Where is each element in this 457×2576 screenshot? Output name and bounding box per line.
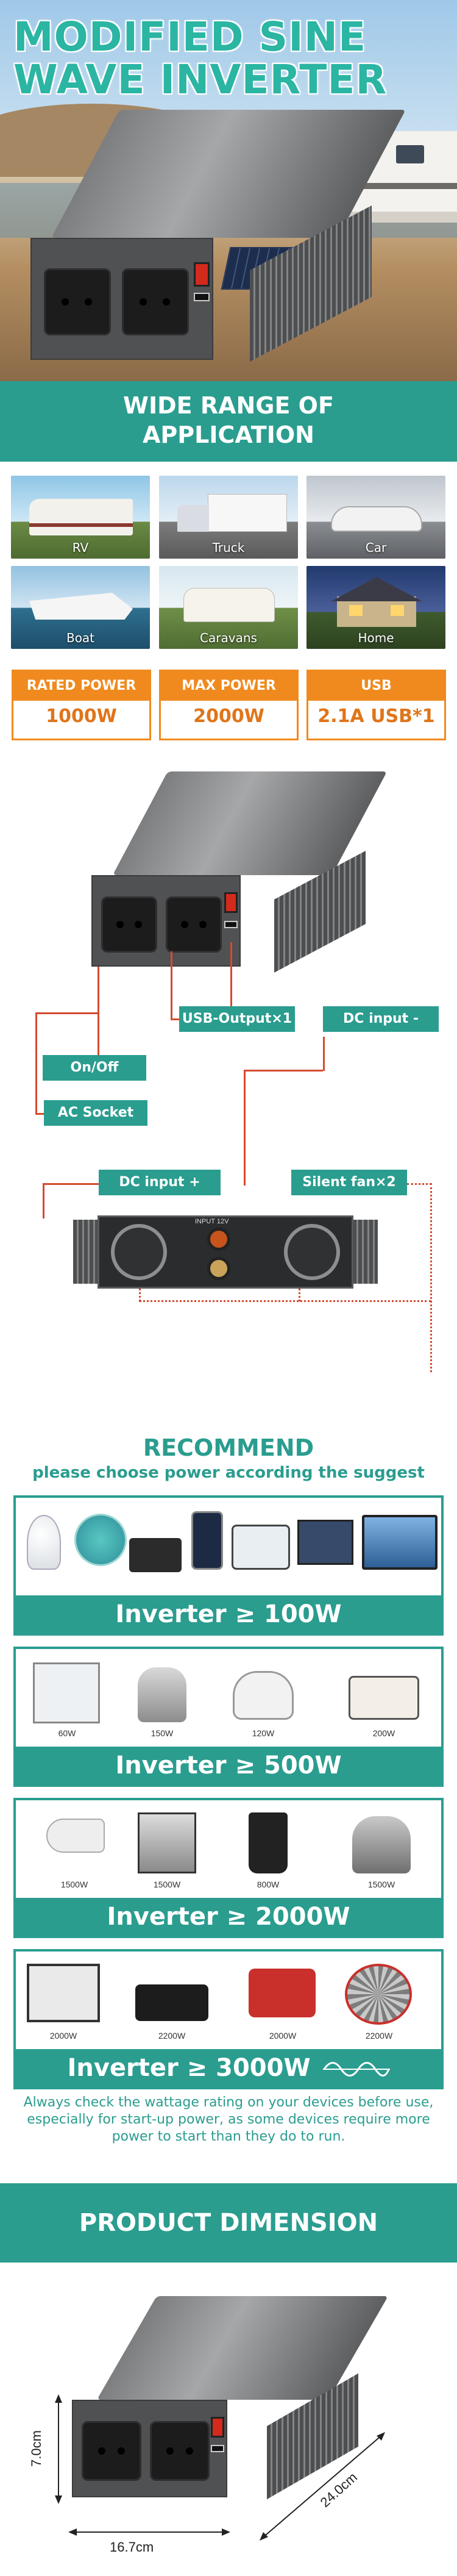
tier-2000w-label: Inverter ≥ 2000W [16,1898,441,1936]
mini-fridge-icon [33,1662,100,1723]
tier-2000w: 1500W 1500W 800W 1500W Inverter ≥ 2000W [13,1798,444,1938]
diagram-ac-socket-left [101,896,157,953]
dimension-ac-socket-left [82,2421,141,2481]
induction-cooker-icon [135,1984,208,2021]
tier-100w-label: Inverter ≥ 100W [16,1595,441,1633]
dimension-width: 16.7cm [110,2539,154,2555]
recommend-title: RECOMMEND [143,1434,314,1461]
tier-3000w-label: Inverter ≥ 3000W [16,2049,441,2087]
bulb-icon [27,1515,61,1570]
callout-dc-input-plus: DC input + [99,1170,221,1195]
app-card-car: Car [306,476,445,559]
terminal-positive-icon [207,1228,230,1251]
wattage-note: Always check the wattage rating on your … [23,2095,434,2144]
callout-silent-fan: Silent fan×2 [291,1170,407,1195]
dimension-ac-socket-right [150,2421,210,2481]
dimension-band: PRODUCT DIMENSION [0,2183,457,2263]
callout-usb-output: USB-Output×1 [179,1006,295,1032]
usb-port [194,293,210,301]
game-console-icon [232,1525,290,1570]
ac-socket-right [122,268,189,335]
inverter-back-image: INPUT 12V [73,1211,378,1293]
recommend-subtitle: please choose power according the sugges… [32,1464,425,1482]
circular-saw-icon [345,1964,412,2025]
hero-title: MODIFIED SINE WAVE INVERTER [13,13,388,103]
laptop-icon [362,1515,438,1570]
app-card-boat: Boat [11,566,150,649]
dimension-usb-port [211,2445,224,2452]
diagram-power-switch [224,892,238,913]
tier-100w: Inverter ≥ 100W [13,1495,444,1636]
phone-icon [191,1511,223,1570]
dimension-height: 7.0cm [28,2430,44,2467]
monitor-icon [297,1520,353,1565]
camera-icon [129,1538,182,1572]
kettle-icon [352,1816,411,1873]
dimension-arrows [55,2394,385,2541]
vacuum-icon [138,1667,186,1722]
fan-right-icon [284,1224,340,1280]
app-card-rv: RV [11,476,150,559]
power-switch [194,262,210,287]
tier-500w-label: Inverter ≥ 500W [16,1747,441,1784]
diagram-ac-socket-right [166,896,222,953]
applications-title: WIDE RANGE OF APPLICATION [123,392,334,448]
fan-icon [74,1514,127,1566]
applications-band: WIDE RANGE OF APPLICATION [0,381,457,462]
inverter-dimension-image [72,2296,389,2503]
callout-ac-socket: AC Socket [44,1100,147,1126]
sine-wave-icon [322,2062,390,2077]
inverter-hero-image [30,110,406,366]
spec-usb: USB 2.1A USB*1 [306,670,446,740]
blender-icon [249,1812,288,1873]
dimension-title: PRODUCT DIMENSION [79,2209,378,2237]
diagram-usb-port [224,921,238,928]
hero-banner: MODIFIED SINE WAVE INVERTER [0,0,457,381]
dimension-power-switch [211,2417,224,2438]
drill-icon [249,1969,316,2017]
rice-cooker-icon [233,1671,294,1720]
tier-500w: 60W 150W 120W 200W Inverter ≥ 500W [13,1647,444,1787]
oven-icon [27,1964,100,2022]
fan-left-icon [111,1224,167,1280]
tier-3000w: 2000W 2200W 2000W 2200W Inverter ≥ 3000W [13,1949,444,2089]
app-card-caravans: Caravans [159,566,298,649]
coffee-machine-icon [138,1812,196,1873]
speaker-icon [349,1676,419,1720]
app-card-home: Home [306,566,445,649]
spec-max-power: MAX POWER 2000W [159,670,299,740]
inverter-front-image [91,771,388,973]
callout-dc-input-minus: DC input - [323,1006,439,1032]
spec-rated-power: RATED POWER 1000W [12,670,151,740]
ac-socket-left [44,268,111,335]
callout-on-off: On/Off [43,1055,146,1081]
app-card-truck: Truck [159,476,298,559]
terminal-negative-icon [207,1257,230,1280]
hair-dryer-icon [46,1819,105,1853]
